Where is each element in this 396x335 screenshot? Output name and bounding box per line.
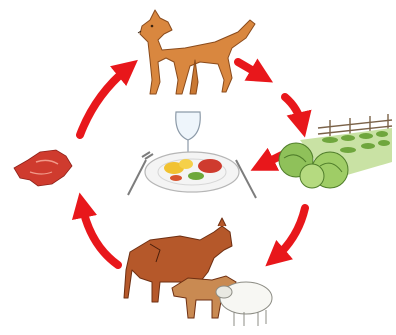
arrow-dog-to-field-2 [285,97,302,125]
sheep [216,282,272,326]
dinner-plate-with-wine-glass-illustration [128,112,256,198]
arrow-field-to-livestock [275,208,305,258]
horse-calf-sheep-illustration [124,218,272,326]
knife [236,160,256,198]
raw-meat-illustration [14,150,72,186]
arrow-dog-to-field-1 [238,62,262,76]
arrow-livestock-to-meat [82,205,118,265]
dog-illustration [138,10,255,94]
arrow-meat-to-dog [80,68,128,135]
plate [145,152,239,192]
lettuce-and-fence-illustration [279,114,392,188]
